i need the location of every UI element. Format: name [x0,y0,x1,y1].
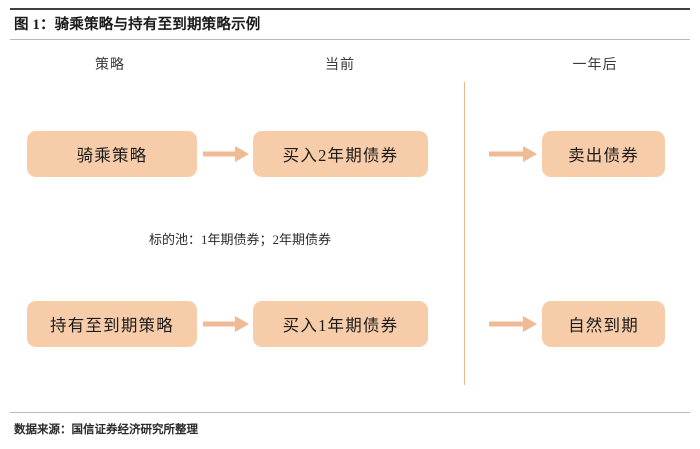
arrow-right-icon [489,143,537,165]
figure-title: 图 1：骑乘策略与持有至到期策略示例 [14,17,261,33]
arrow-right-icon [489,313,537,335]
box-row1-strategy: 骑乘策略 [27,131,197,177]
box-row1-current: 买入2年期债券 [253,131,428,177]
arrow-right-icon [203,313,249,335]
underlying-pool-note: 标的池：1年期债券；2年期债券 [148,232,331,247]
box-row2-strategy: 持有至到期策略 [27,301,197,347]
box-row2-after-one-year: 自然到期 [542,301,665,347]
column-header-strategy: 策略 [95,58,125,73]
figure-source: 数据来源：国信证券经济研究所整理 [14,424,198,436]
column-header-current: 当前 [325,58,355,73]
footer-rule [10,412,690,413]
title-underline-rule [10,39,690,40]
arrow-right-icon [203,143,249,165]
box-row1-after-one-year: 卖出债券 [542,131,665,177]
top-rule [10,8,690,10]
column-header-after-one-year: 一年后 [572,58,618,73]
column-divider [464,82,465,385]
box-row2-current: 买入1年期债券 [253,301,428,347]
